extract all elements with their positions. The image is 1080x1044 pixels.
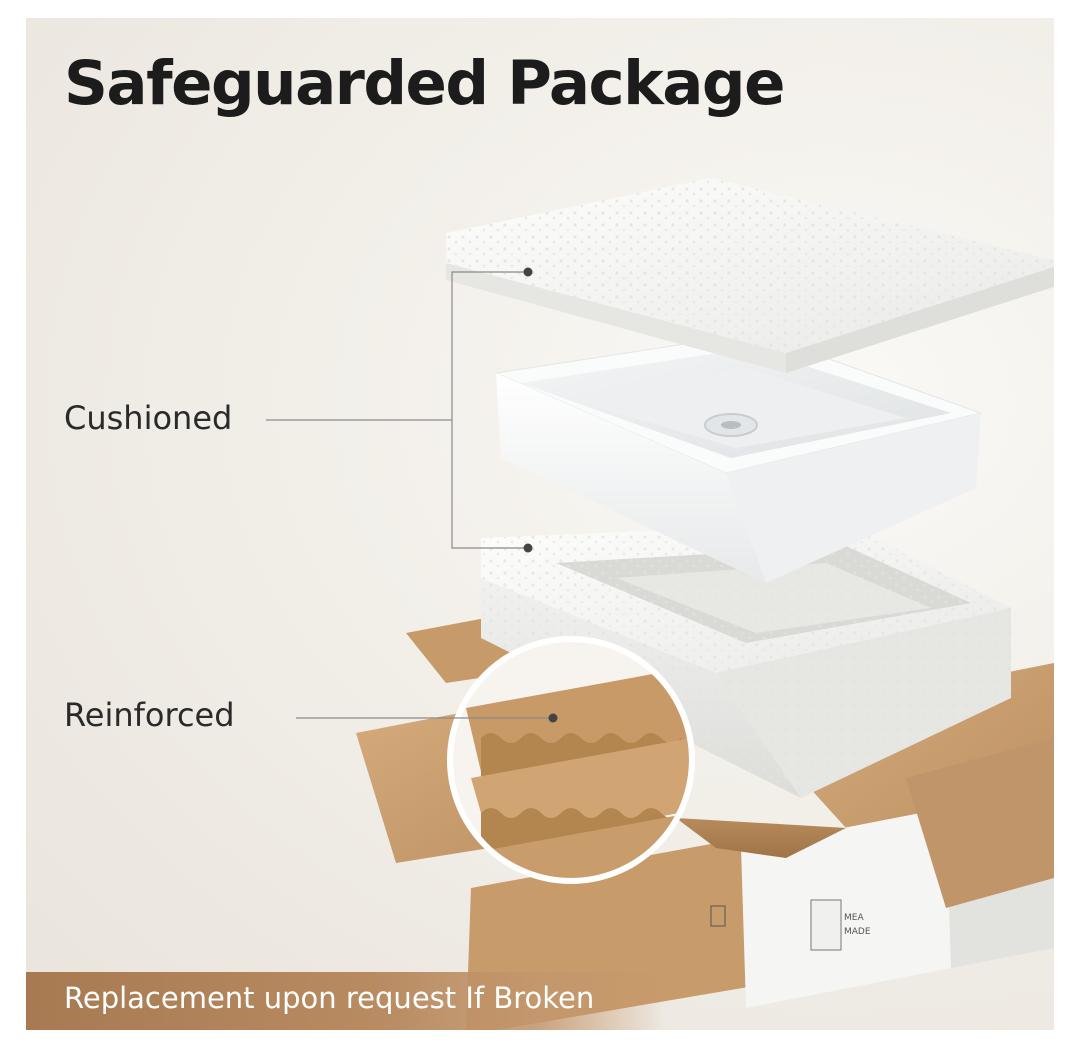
foam-base [481,523,1011,798]
foam-lid [446,178,1054,373]
callout-reinforced: Reinforced [64,696,235,734]
product-image: MEA MADE [26,18,1054,1030]
box-print-line2: MADE [844,927,871,937]
box-print: MEA MADE [710,899,871,951]
ceramic-sink [494,332,983,583]
banner-text: Replacement upon request If Broken [64,981,595,1015]
cardboard-box [356,616,1054,1030]
callout-lines [266,267,558,723]
callout-cushioned: Cushioned [64,399,233,437]
box-print-line1: MEA [844,913,864,923]
magnifier-lens [447,636,695,884]
page-title: Safeguarded Package [64,48,785,119]
replacement-banner: Replacement upon request If Broken [26,972,666,1030]
package-illustration: MEA MADE [266,178,1054,1030]
